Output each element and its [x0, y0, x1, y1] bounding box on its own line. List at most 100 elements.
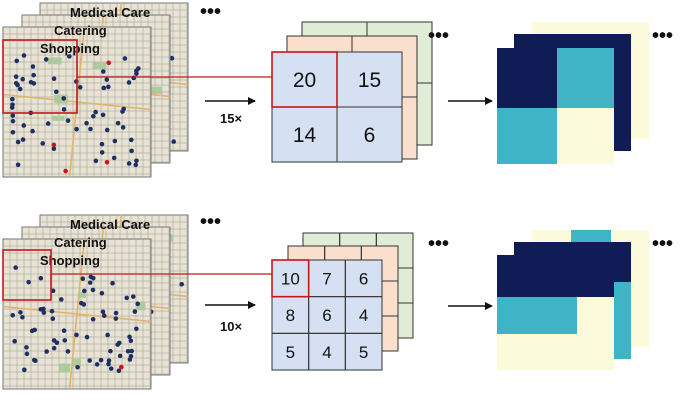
top-heatmap-ellipsis: •••	[652, 25, 673, 47]
heatmap-cell	[557, 48, 614, 108]
poi-pin-icon	[94, 362, 100, 367]
poi-pin-icon	[14, 58, 20, 64]
highlighted-cell	[271, 51, 338, 108]
poi-pin-icon	[90, 275, 96, 281]
poi-pin-icon	[38, 275, 44, 281]
poi-pin-icon	[84, 334, 90, 340]
poi-pin-icon	[30, 64, 36, 69]
heatmap-layer-front	[497, 255, 614, 370]
poi-pin-icon	[88, 126, 93, 132]
heatmap-cell	[497, 255, 614, 297]
poi-pin-icon	[106, 84, 111, 90]
poi-pin-icon	[10, 312, 16, 318]
poi-pin-icon	[26, 279, 31, 285]
poi-pin-icon	[74, 126, 79, 132]
poi-pin-icon	[15, 139, 21, 145]
heatmap-cell	[497, 108, 557, 164]
poi-pin-icon	[20, 76, 26, 82]
poi-pin-icon	[93, 109, 98, 115]
poi-pin-icon	[41, 310, 47, 315]
poi-pin-icon	[77, 84, 83, 90]
poi-pin-icon	[10, 102, 15, 107]
map-layer-front	[2, 238, 152, 390]
poi-pin-icon	[99, 141, 105, 147]
poi-pin-icon	[130, 294, 136, 299]
grid-cell-value: 20	[293, 69, 316, 92]
poi-pin-icon	[106, 60, 112, 66]
poi-pin-icon	[105, 332, 110, 338]
poi-pin-icon	[58, 297, 64, 302]
poi-pin-icon	[43, 57, 49, 62]
poi-pin-icon	[87, 280, 93, 285]
heatmap-layer-front	[497, 48, 614, 164]
poi-pin-icon	[10, 118, 16, 124]
poi-pin-icon	[129, 137, 134, 143]
poi-pin-icon	[108, 366, 114, 371]
poi-pin-icon	[134, 71, 139, 76]
bottom-scale-label: 10×	[220, 319, 242, 334]
poi-pin-icon	[106, 358, 112, 363]
poi-pin-icon	[116, 368, 122, 374]
heatmap-cell	[497, 48, 557, 108]
poi-pin-icon	[50, 316, 56, 322]
poi-pin-icon	[84, 120, 89, 126]
poi-pin-icon	[12, 338, 17, 344]
poi-pin-icon	[98, 357, 104, 363]
poi-pin-icon	[49, 308, 55, 314]
top-map-stack: Medical Care Catering Shopping	[2, 2, 189, 178]
poi-pin-icon	[134, 326, 139, 332]
poi-pin-icon	[82, 288, 87, 294]
poi-pin-icon	[116, 340, 122, 346]
poi-pin-icon	[113, 310, 119, 316]
poi-pin-icon	[21, 53, 27, 58]
heatmap-cell	[497, 334, 614, 370]
map-label-shopping: Shopping	[40, 253, 100, 268]
grid-cell-value: 4	[322, 343, 331, 362]
poi-pin-icon	[100, 112, 106, 118]
poi-pin-icon	[40, 141, 46, 146]
poi-pin-icon	[124, 295, 130, 301]
poi-pin-icon	[10, 129, 16, 135]
poi-pin-icon	[127, 334, 132, 340]
grid-cell-value: 7	[322, 269, 331, 288]
poi-pin-icon	[133, 162, 139, 168]
poi-pin-icon	[65, 349, 71, 354]
poi-pin-icon	[15, 162, 21, 168]
poi-pin-icon	[51, 142, 57, 148]
top-heatmap-stack	[497, 22, 649, 164]
poi-pin-icon	[38, 307, 44, 312]
poi-pin-icon	[128, 354, 134, 359]
poi-pin-icon	[45, 121, 51, 126]
map-label-catering: Catering	[54, 235, 107, 250]
poi-pin-icon	[13, 265, 18, 270]
poi-pin-icon	[51, 146, 57, 151]
poi-pin-icon	[117, 353, 123, 359]
poi-pin-icon	[101, 69, 106, 74]
poi-pin-icon	[29, 328, 35, 334]
bottom-map-stack: Medical Care Catering Shopping	[2, 214, 189, 390]
map-label-shopping: Shopping	[40, 41, 100, 56]
grid-cell-value: 6	[364, 124, 376, 147]
poi-pin-icon	[128, 338, 134, 344]
poi-pin-icon	[179, 281, 184, 287]
map-label-medical-care: Medical Care	[70, 217, 150, 232]
grid-cell-value: 10	[281, 269, 300, 288]
poi-pin-icon	[44, 349, 49, 354]
poi-pin-icon	[10, 113, 16, 118]
bottom-map-ellipsis: •••	[200, 211, 221, 233]
grid-cell-value: 5	[359, 343, 368, 362]
poi-pin-icon	[101, 85, 107, 91]
poi-pin-icon	[18, 310, 23, 315]
poi-pin-icon	[106, 361, 111, 367]
heatmap-cell	[571, 230, 611, 244]
poi-pin-icon	[126, 161, 132, 166]
poi-pin-icon	[131, 75, 137, 81]
poi-pin-icon	[126, 80, 132, 85]
poi-pin-icon	[101, 313, 107, 319]
grid-cell-value: 5	[286, 343, 295, 362]
grid-cell-value: 14	[293, 124, 317, 147]
poi-pin-icon	[24, 345, 29, 350]
